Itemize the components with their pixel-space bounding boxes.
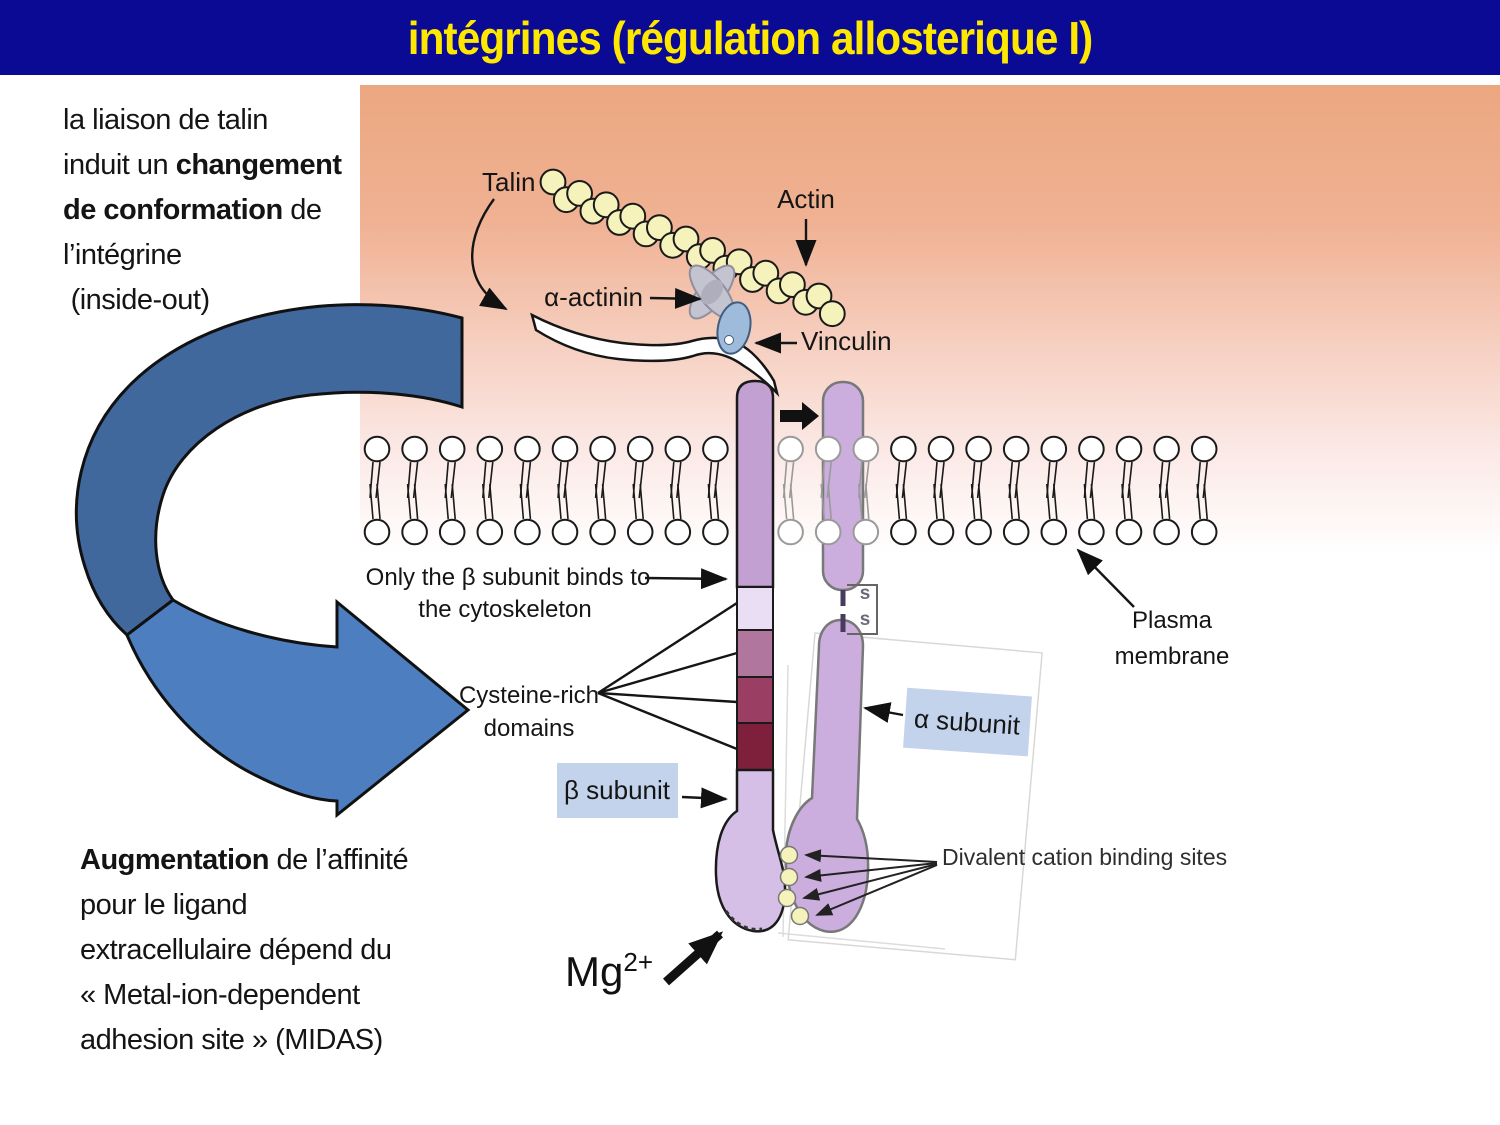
shift-arrow-icon: [780, 402, 819, 430]
paragraph-talin-binding: la liaison de talin induit un changement…: [63, 98, 453, 323]
lipid-molecule: [551, 435, 579, 546]
only-beta-arrow: [644, 568, 728, 590]
beta-light-segment: [736, 586, 774, 631]
beta-subunit-label: β subunit: [564, 775, 671, 805]
actin-label: Actin: [777, 184, 835, 214]
beta-subunit-shape: [714, 379, 787, 933]
paragraph-run-bold: Augmentation: [80, 844, 269, 876]
integrin-diagram: s s Talin Actin: [360, 85, 1500, 986]
beta-head: [714, 768, 787, 933]
actin-bead: [699, 237, 727, 264]
alpha-subunit-callout: α subunit: [903, 687, 1032, 757]
paragraph-run: la liaison de talin induit un: [63, 104, 268, 181]
alpha-actinin-arrow: [649, 288, 702, 309]
lipid-molecule: [852, 435, 880, 546]
lipid-molecule: [589, 435, 616, 546]
plasma-membrane-arrow: [1076, 548, 1135, 608]
lipid-molecule: [927, 435, 955, 546]
divalent-label: Divalent cation binding sites: [942, 844, 1227, 870]
lipid-molecule: [1190, 435, 1218, 546]
cysteine-segment-2: [736, 676, 774, 724]
beta-subunit-arrow: [681, 787, 728, 809]
talin-ribbon: [530, 312, 780, 398]
beta-subunit-callout: β subunit: [557, 763, 728, 818]
mg-superscript: 2+: [623, 947, 654, 977]
actin-bead: [672, 225, 700, 253]
lipid-molecule: [1153, 435, 1180, 546]
talin-label: Talin: [482, 167, 535, 197]
actin-bead: [779, 271, 806, 299]
disulfide-bond: s s: [840, 583, 878, 635]
paragraph-run: de l’intégrine (inside-out): [63, 194, 322, 316]
mg-arrow: [663, 930, 723, 986]
actin-bead: [752, 259, 780, 287]
paragraph-run-bold: changement de conformation: [63, 149, 342, 226]
cysteine-label-1: Cysteine-rich: [459, 682, 599, 709]
plasma-membrane-label-2: membrane: [1115, 643, 1230, 670]
plasma-membrane-bilayer: [363, 435, 1218, 546]
divalent-fan-arrows: [802, 849, 938, 916]
lipid-molecule: [777, 435, 804, 546]
alpha-actinin-label: α-actinin: [544, 282, 643, 312]
vinculin-label: Vinculin: [801, 326, 892, 356]
lipid-molecule: [702, 435, 729, 546]
actin-bead: [592, 191, 620, 219]
talin-arrow: [471, 198, 508, 311]
lipid-molecule: [401, 435, 428, 546]
actin-bead: [619, 202, 647, 230]
lipid-molecule: [814, 435, 842, 546]
lipid-molecule: [438, 435, 466, 546]
actin-bead: [539, 168, 567, 196]
cysteine-segment-3: [736, 722, 774, 771]
s-top-label: s: [860, 583, 871, 604]
figure-annotations: Talin Actin α-actinin Vinculin Only the …: [366, 167, 1230, 986]
lipid-molecule: [1040, 435, 1068, 546]
actin-filament: [539, 168, 846, 328]
paragraph-affinity-midas: Augmentation de l’affinité pour le ligan…: [80, 838, 510, 1063]
conformation-change-arrow: [74, 303, 471, 819]
lipid-molecule: [890, 435, 917, 546]
only-beta-label-1: Only the β subunit binds to: [366, 564, 651, 591]
alpha-subunit-label: α subunit: [913, 703, 1022, 740]
midas-dashed-edge: [724, 910, 763, 931]
vinculin-shape: [716, 301, 752, 355]
lipid-molecule: [476, 435, 504, 546]
actin-bead: [566, 180, 594, 207]
paragraph-run: de l’affinité pour le ligand extracellul…: [80, 844, 409, 1056]
s-bottom-label: s: [860, 609, 871, 630]
lipid-molecule: [363, 435, 391, 546]
lipid-molecule: [1002, 435, 1030, 546]
lipid-molecule: [1115, 435, 1143, 546]
lipid-molecule: [965, 435, 992, 546]
figure-background: [360, 85, 1500, 555]
lipid-molecule: [514, 435, 541, 546]
cysteine-label-2: domains: [484, 715, 575, 742]
lipid-molecule: [664, 435, 692, 546]
title-bar: intégrines (régulation allosterique I): [0, 0, 1500, 75]
cysteine-fan-lines: [597, 601, 738, 751]
mg2plus-label: Mg2+: [565, 948, 653, 996]
lipid-molecule: [626, 435, 654, 546]
actin-bead: [818, 300, 846, 328]
alpha-subunit-arrow: [863, 702, 904, 723]
cysteine-segment-1: [736, 629, 774, 678]
mg-base: Mg: [565, 948, 624, 995]
actin-bead: [646, 214, 673, 242]
plasma-membrane-label-1: Plasma: [1132, 607, 1213, 634]
slide-title: intégrines (régulation allosterique I): [407, 11, 1094, 64]
only-beta-label-2: the cytoskeleton: [418, 596, 591, 623]
actin-bead: [805, 282, 833, 310]
swoosh-dark-band: [74, 303, 464, 637]
lipid-molecule: [1078, 435, 1105, 546]
swoosh-light-band: [125, 598, 471, 819]
divalent-cation-sites: [777, 845, 810, 926]
